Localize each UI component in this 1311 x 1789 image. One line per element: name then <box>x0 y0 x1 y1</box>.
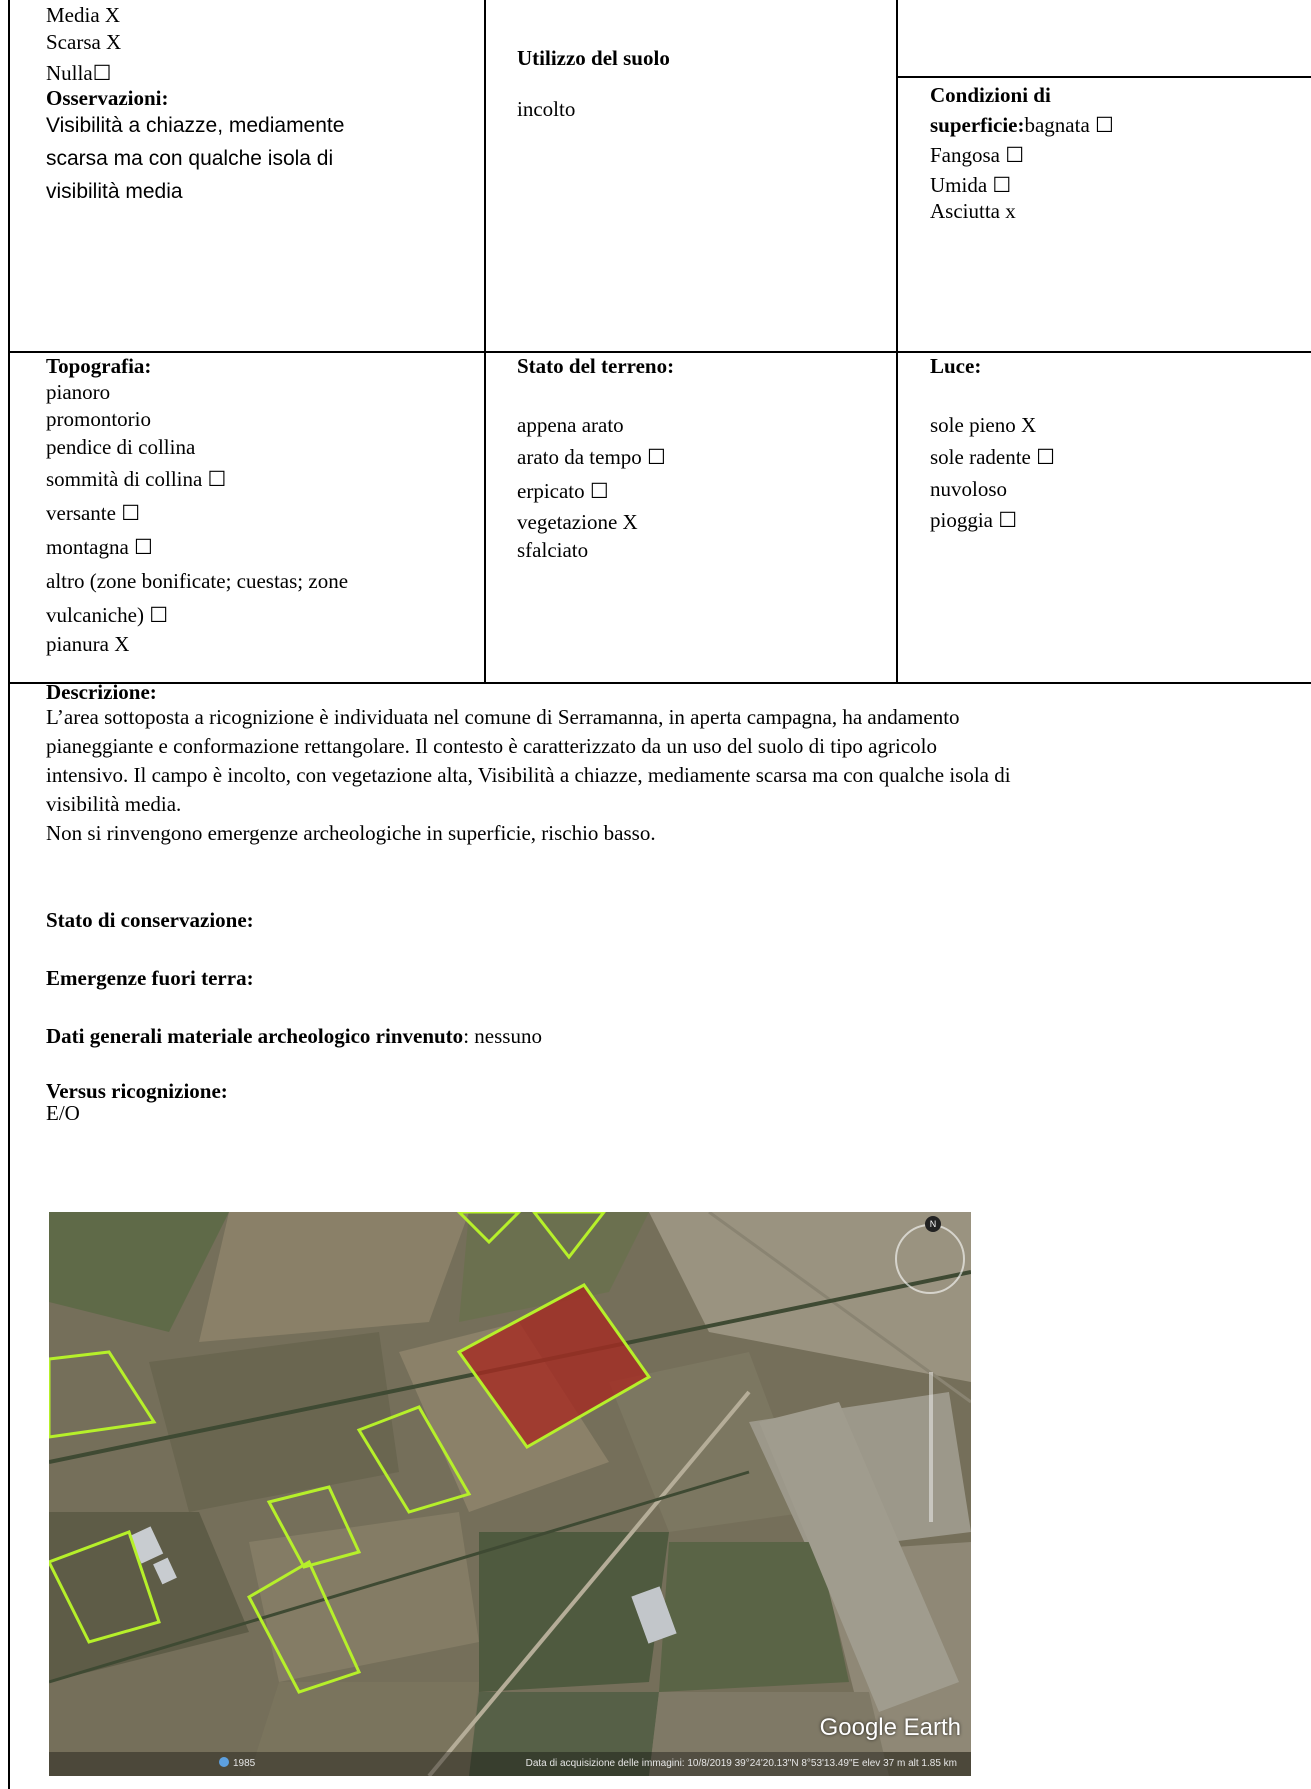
field-outline <box>456 1212 522 1245</box>
visibility-media: Media X <box>46 3 121 27</box>
surface-conditions-cell: Condizioni di superficie:bagnata ☐ Fango… <box>930 80 1300 222</box>
surface-bagnata: bagnata ☐ <box>1024 113 1114 137</box>
description-line-4: visibilità media. <box>46 792 182 816</box>
topography-pianoro: pianoro <box>46 380 111 404</box>
acquisition-info: Data di acquisizione delle immagini: 10/… <box>525 1758 957 1769</box>
topography-sommita: sommità di collina ☐ <box>46 467 227 491</box>
topography-pianura: pianura X <box>46 632 130 656</box>
light-label: Luce: <box>930 354 982 378</box>
emergences-label: Emergenze fuori terra: <box>46 966 254 990</box>
surface-umida: Umida ☐ <box>930 173 1012 197</box>
conservation-label: Stato di conservazione: <box>46 908 254 932</box>
field-outline <box>247 1559 362 1694</box>
description-label: Descrizione: <box>46 680 157 704</box>
surface-label-1: Condizioni di <box>930 83 1051 107</box>
materials-label: Dati generali materiale archeologico rin… <box>46 1024 464 1048</box>
compass-icon <box>895 1224 965 1294</box>
light-pioggia: pioggia ☐ <box>930 508 1018 532</box>
satellite-map-drawing <box>49 1212 971 1776</box>
soil-use-value: incolto <box>517 97 576 121</box>
terrain-sfalciato: sfalciato <box>517 538 589 562</box>
direction-label: Versus ricognizione: <box>46 1079 228 1103</box>
observations-line-3: visibilità media <box>46 180 183 203</box>
row-divider-1 <box>8 351 1311 353</box>
field-outline <box>49 1530 161 1644</box>
soil-use-label: Utilizzo del suolo <box>517 46 670 70</box>
north-indicator: N <box>925 1216 941 1232</box>
terrain-label: Stato del terreno: <box>517 354 675 378</box>
topography-vulcaniche: vulcaniche) ☐ <box>46 603 169 627</box>
column-divider-2 <box>896 0 898 684</box>
observations-line-2: scarsa ma con qualche isola di <box>46 147 334 170</box>
description-line-3: intensivo. Il campo è incolto, con veget… <box>46 763 1011 787</box>
surface-header-line <box>896 76 1311 78</box>
topography-altro: altro (zone bonificate; cuestas; zone <box>46 569 349 593</box>
terrain-arato-da-tempo: arato da tempo ☐ <box>517 445 666 469</box>
topography-pendice: pendice di collina <box>46 435 196 459</box>
terrain-vegetazione: vegetazione X <box>517 510 638 534</box>
surface-label-2: superficie: <box>930 113 1025 137</box>
clock-icon <box>219 1757 229 1767</box>
image-info-bar: 1985 Data di acquisizione delle immagini… <box>49 1752 971 1776</box>
observations-label: Osservazioni: <box>46 86 169 110</box>
description-conclusion: Non si rinvengono emergenze archeologich… <box>46 821 656 845</box>
zoom-slider-icon <box>929 1372 933 1522</box>
row-divider-2 <box>8 682 1311 684</box>
page-left-border <box>8 0 10 1789</box>
field-outline <box>49 1350 157 1439</box>
survey-area-highlight <box>456 1283 652 1449</box>
google-earth-logo: Google Earth <box>819 1714 961 1741</box>
column-divider-1 <box>484 0 486 684</box>
survey-form-page: Media X Scarsa X Nulla☐ Osservazioni: Vi… <box>8 0 1311 1789</box>
materials-value: : nessuno <box>463 1024 542 1048</box>
direction-value: E/O <box>46 1101 80 1125</box>
topography-label: Topografia: <box>46 354 152 378</box>
image-year: 1985 <box>233 1758 256 1769</box>
soil-use-cell: Utilizzo del suolo incolto <box>517 44 877 124</box>
field-outline <box>266 1485 362 1569</box>
surface-fangosa: Fangosa ☐ <box>930 143 1025 167</box>
terrain-erpicato: erpicato ☐ <box>517 479 609 503</box>
field-outline <box>356 1405 472 1514</box>
surface-asciutta: Asciutta x <box>930 199 1016 223</box>
topography-montagna: montagna ☐ <box>46 535 153 559</box>
light-sole-pieno: sole pieno X <box>930 413 1037 437</box>
description-line-1: L’area sottoposta a ricognizione è indiv… <box>46 705 960 729</box>
satellite-map-image: N Google Earth 1985 Data di acquisizione… <box>49 1212 971 1776</box>
light-nuvoloso: nuvoloso <box>930 477 1008 501</box>
field-outline <box>532 1212 606 1260</box>
description-line-2: pianeggiante e conformazione rettangolar… <box>46 734 937 758</box>
light-cell: Luce: sole pieno X sole radente ☐ nuvolo… <box>930 354 1300 538</box>
topography-promontorio: promontorio <box>46 407 151 431</box>
visibility-nulla: Nulla☐ <box>46 61 112 85</box>
terrain-appena-arato: appena arato <box>517 413 624 437</box>
materials-line: Dati generali materiale archeologico rin… <box>46 1022 1296 1051</box>
visibility-scarsa: Scarsa X <box>46 30 122 54</box>
observations-line-1: Visibilità a chiazze, mediamente <box>46 114 345 137</box>
description-section: Descrizione: L’area sottoposta a ricogni… <box>46 681 1296 1124</box>
topography-versante: versante ☐ <box>46 501 141 525</box>
topography-cell: Topografia: pianoro promontorio pendice … <box>46 354 476 656</box>
terrain-state-cell: Stato del terreno: appena arato arato da… <box>517 354 877 564</box>
light-sole-radente: sole radente ☐ <box>930 445 1055 469</box>
visibility-cell: Media X Scarsa X Nulla☐ Osservazioni: Vi… <box>46 4 466 208</box>
